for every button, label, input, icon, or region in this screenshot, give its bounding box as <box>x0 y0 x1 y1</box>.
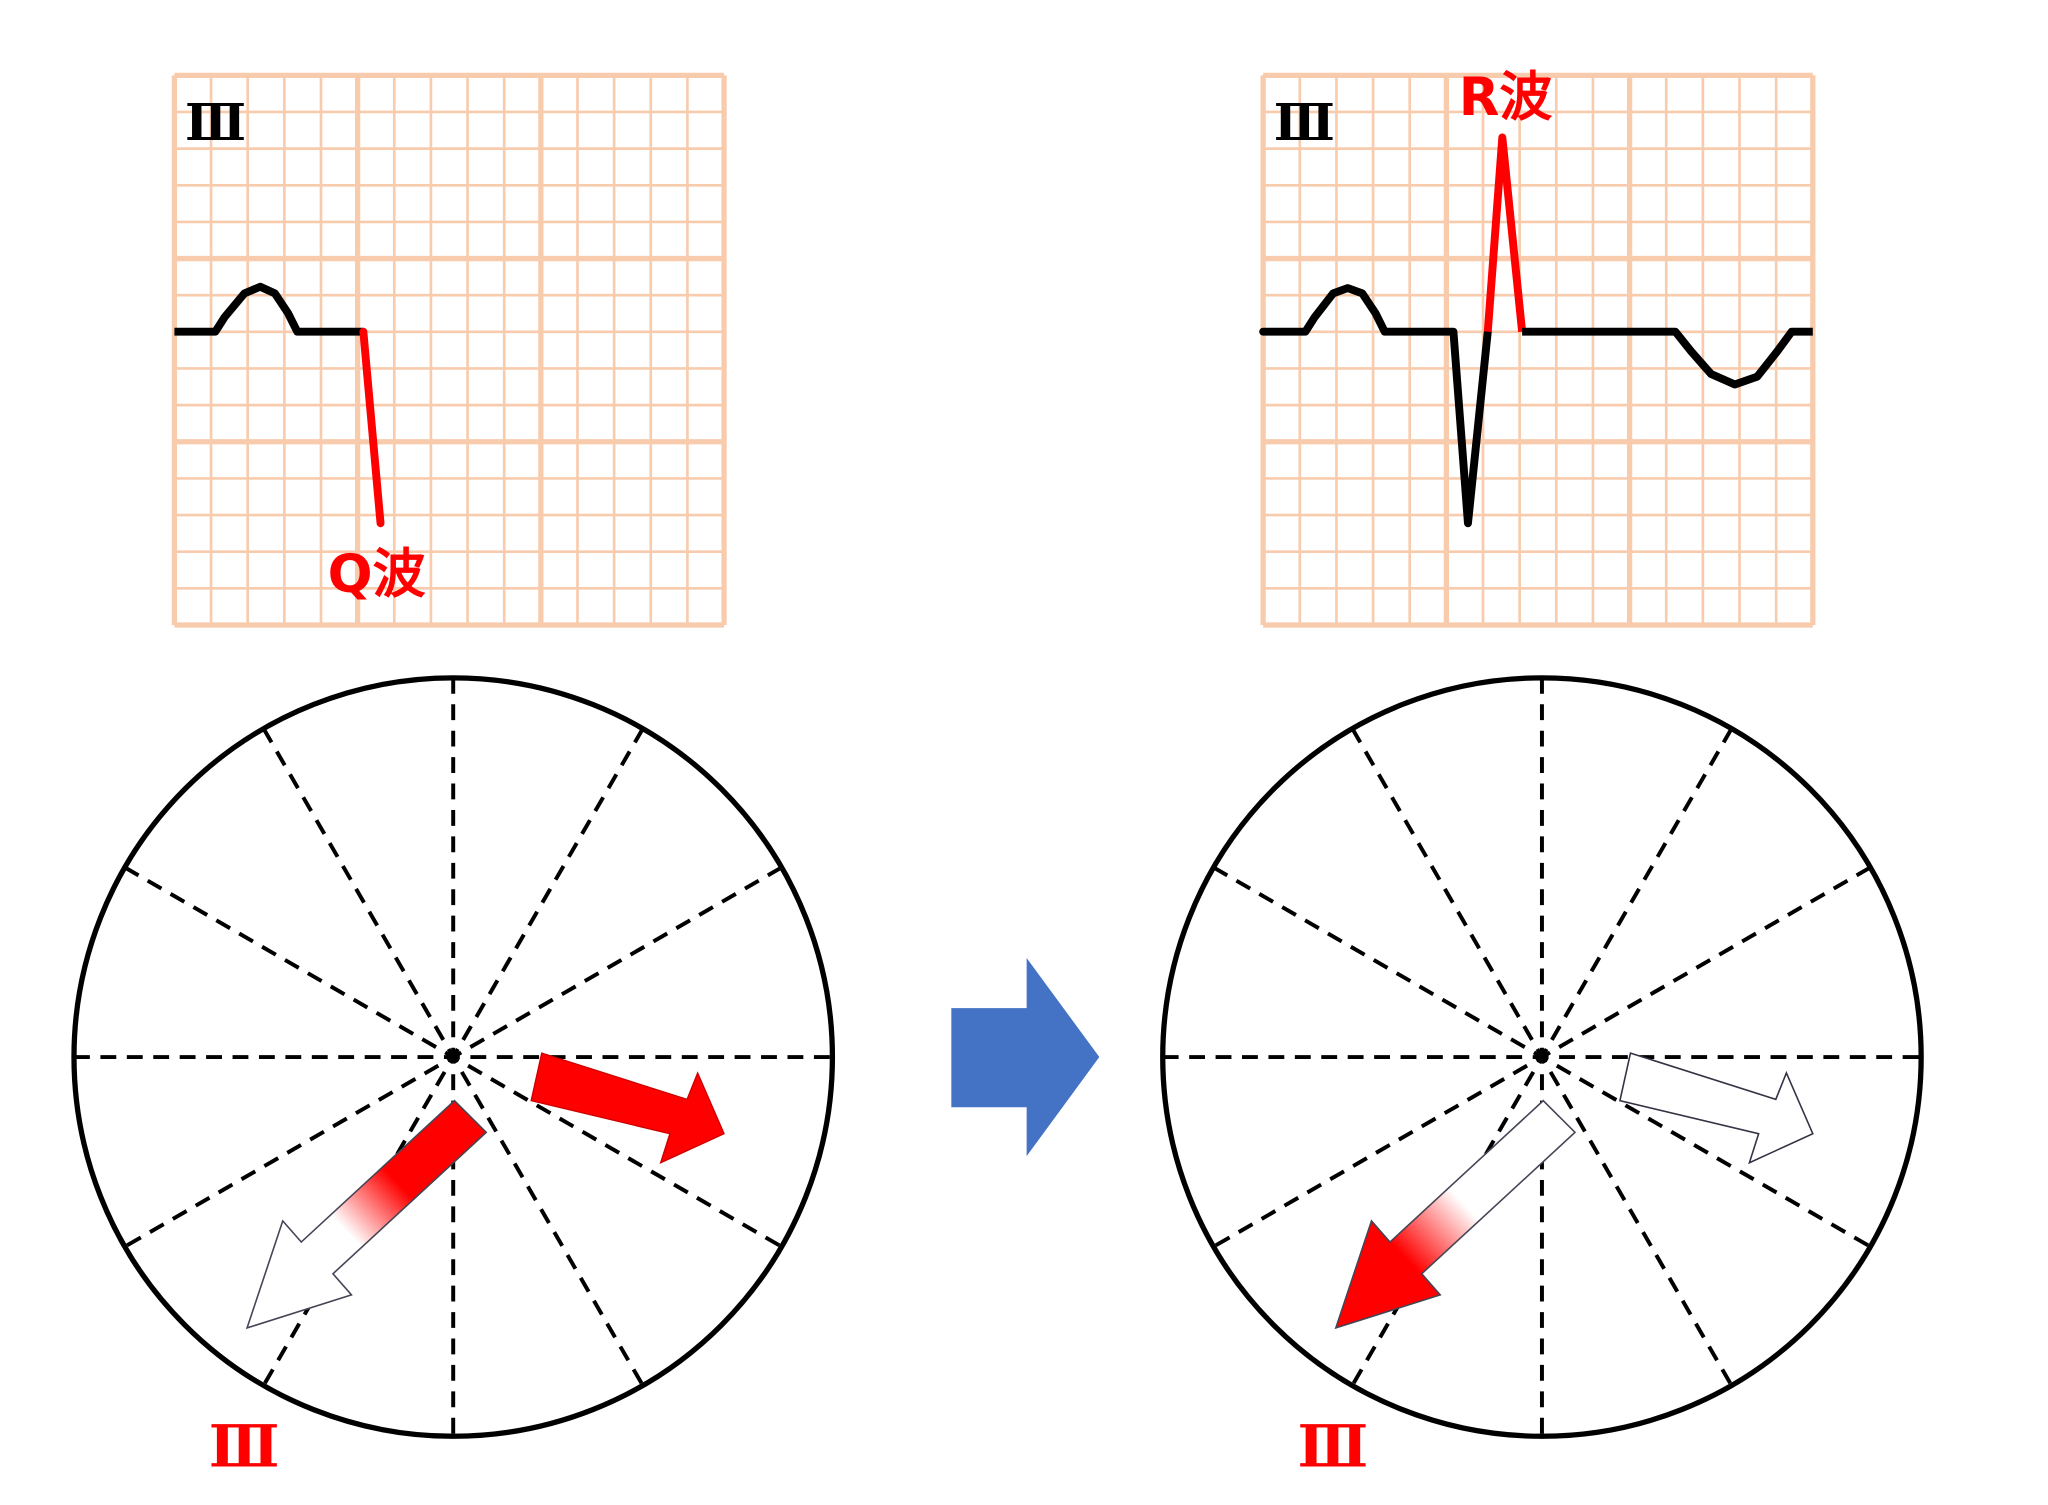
lead-axis-line <box>123 865 783 1249</box>
lead-label: Ⅲ <box>185 93 246 152</box>
vector-arrow-lateral <box>530 1052 725 1164</box>
hexaxial-left: Ⅲ <box>71 675 836 1481</box>
r-wave-segment <box>1483 133 1527 333</box>
lead-label: Ⅲ <box>1274 93 1335 152</box>
q-wave-label: Q波 <box>328 544 426 605</box>
ecg-strip-left: Ⅲ Q波 <box>171 72 727 628</box>
hexaxial-right: Ⅲ <box>1160 675 1924 1481</box>
ecg-trace-st-t <box>1522 327 1813 389</box>
ecg-grid <box>171 72 727 628</box>
vector-arrow-inferior <box>1334 1099 1577 1330</box>
vector-arrow-inferior <box>245 1099 488 1330</box>
axis-circle <box>71 675 836 1439</box>
r-wave-label: R波 <box>1459 67 1553 128</box>
lead-iii-axis-label: Ⅲ <box>209 1412 280 1481</box>
vector-arrow-lateral <box>1618 1052 1814 1165</box>
axis-lines <box>73 677 833 1437</box>
ecg-trace <box>174 282 364 336</box>
ecg-trace <box>1259 284 1492 528</box>
q-wave-segment <box>359 327 385 528</box>
axis-lines <box>1162 677 1922 1437</box>
ecg-grid <box>1260 72 1816 628</box>
axis-circle <box>1160 675 1924 1439</box>
right-arrow-icon <box>951 957 1100 1157</box>
lead-axis-line <box>1212 865 1872 1249</box>
lead-iii-axis-label: Ⅲ <box>1298 1412 1369 1481</box>
ecg-strip-right: Ⅲ R波 <box>1259 67 1816 628</box>
